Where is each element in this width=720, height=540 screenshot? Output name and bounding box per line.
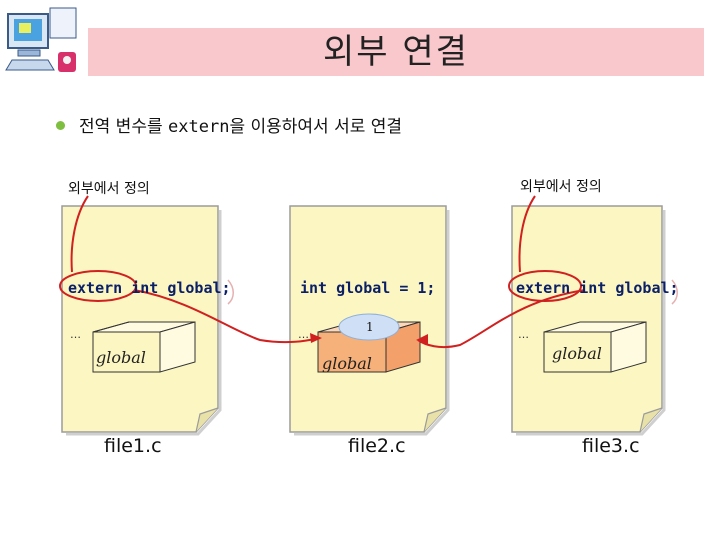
file2-var-label: global — [322, 354, 372, 373]
file3-ellipsis: … — [518, 328, 529, 341]
file2-name: file2.c — [348, 435, 406, 457]
file1-name: file1.c — [104, 435, 162, 457]
file1-code: extern int global; — [68, 279, 231, 297]
file1-page — [62, 206, 220, 434]
file2-ellipsis: … — [298, 328, 309, 341]
file3-name: file3.c — [582, 435, 640, 457]
file3-code: extern int global; — [516, 279, 679, 297]
annotation-left: 외부에서 정의 — [68, 178, 150, 198]
annotation-right: 외부에서 정의 — [520, 176, 602, 196]
file1-code-keyword: extern — [68, 279, 122, 297]
file2-value: 1 — [366, 320, 374, 334]
file3-code-rest: int global; — [570, 279, 678, 297]
file3-page — [512, 206, 664, 434]
file2-code-rest: int global = 1; — [300, 279, 435, 297]
file1-code-rest: int global; — [122, 279, 230, 297]
file3-var-label: global — [552, 344, 602, 363]
file1-var-label: global — [96, 348, 146, 367]
file1-ellipsis: … — [70, 328, 81, 341]
file3-code-keyword: extern — [516, 279, 570, 297]
file2-code: int global = 1; — [300, 279, 435, 297]
